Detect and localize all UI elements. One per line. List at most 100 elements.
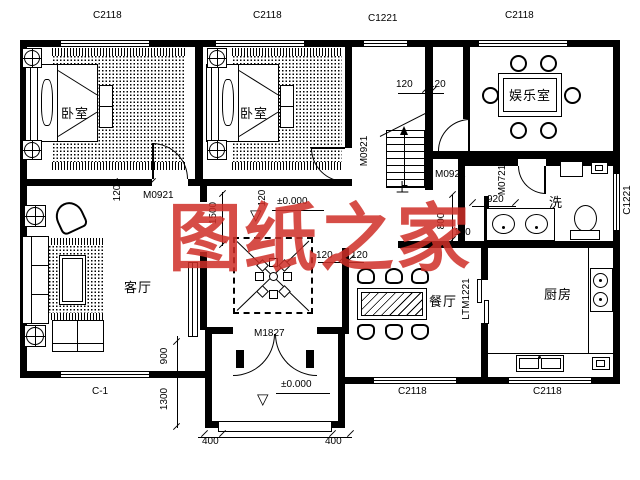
outer-wall-top <box>20 40 620 47</box>
living-sofa-long-split-a <box>31 265 49 266</box>
bedroom1-column-bottom <box>22 140 42 160</box>
dining-stool <box>411 268 429 284</box>
bedroom-divider-wall <box>195 40 203 186</box>
dining-top-wall <box>398 241 488 248</box>
bedroom2-rug-fringe-top <box>232 48 342 56</box>
kitchen-sliding-door-panel-b <box>484 300 489 324</box>
dim-label-120-stair-right: 120 <box>429 79 446 90</box>
bedroom1-nightstand-line <box>100 106 112 107</box>
washroom-top-wall-a <box>458 159 518 166</box>
bedroom2-column-top <box>207 48 227 68</box>
porch-wall-right <box>338 330 345 428</box>
elevation-underline-hall <box>272 210 324 211</box>
room-label-washroom: 洗 <box>549 195 564 210</box>
dim-tick <box>346 429 355 438</box>
kitchen-left-wall-a <box>481 245 488 280</box>
entertainment-table-inner <box>503 78 557 112</box>
kitchen-counter-edge-bottom <box>488 353 614 354</box>
entrance-wall-b <box>317 327 345 334</box>
entrance-wall-a <box>205 327 233 334</box>
elevation-label-hall: ±0.000 <box>277 196 308 207</box>
hall-right-wall <box>342 248 349 334</box>
stairs <box>386 130 425 188</box>
living-cabinet-line <box>192 262 193 337</box>
bedroom2-blanket-line <box>238 64 239 142</box>
dim-label-400-left: 400 <box>202 436 219 447</box>
room-label-entertainment: 娱乐室 <box>509 88 552 103</box>
living-sofa-two-seat-split <box>77 321 78 351</box>
kitchen-corner-box-inner <box>596 360 605 367</box>
elevation-triangle-hall: ▽ <box>250 207 262 224</box>
washroom-basin-drain-left <box>502 226 505 229</box>
bedroom1-rug-fringe-top <box>52 48 186 56</box>
toilet-bowl <box>574 205 597 232</box>
room-label-kitchen: 厨房 <box>544 287 573 302</box>
washing-machine <box>560 161 583 177</box>
washroom-left-wall <box>458 159 465 248</box>
window-c1221-right <box>613 173 620 231</box>
window-label-c1: C-1 <box>92 386 109 397</box>
bedroom2-pillow <box>222 79 234 126</box>
dim-line-left-vertical <box>177 336 178 428</box>
washroom-wall-box-inner <box>595 165 603 171</box>
door-label-bedroom1: M0921 <box>143 190 174 201</box>
porch-step <box>218 421 332 432</box>
dining-stool <box>357 268 375 284</box>
door-label-entrance: M1827 <box>254 328 285 339</box>
dim-label-120-hall-left: 120 <box>316 250 333 261</box>
bedroom-bottom-wall-b <box>188 179 352 186</box>
bedroom2-door-arc <box>311 148 345 182</box>
window-c2118-bottom-dining <box>373 377 457 384</box>
outer-wall-bottom-right <box>338 377 620 384</box>
stair-side-wall <box>425 47 433 190</box>
bedroom1-blanket-line <box>57 64 58 142</box>
room-label-bedroom1: 卧室 <box>61 106 90 121</box>
elevation-label-porch: ±0.000 <box>281 379 312 390</box>
dining-stool <box>411 324 429 340</box>
bedroom-bottom-wall-a <box>20 179 152 186</box>
dining-stool <box>385 324 403 340</box>
kitchen-sink-basin-left <box>519 358 539 369</box>
kitchen-burner-dot-top <box>599 279 602 282</box>
dim-tick <box>511 198 520 207</box>
bedroom1-pillow <box>41 79 53 126</box>
toilet-tank <box>570 230 600 240</box>
living-sofa-two-seat-backline <box>53 343 103 344</box>
entertainment-door-arc <box>438 119 470 151</box>
elevation-underline-porch <box>276 393 330 394</box>
living-sofa-two-seat <box>52 320 104 352</box>
bedroom1-headboard <box>25 64 38 142</box>
dim-line-1500 <box>222 192 223 246</box>
window-label-c2118-bottom-kitchen: C2118 <box>533 386 562 397</box>
entertainment-chair <box>510 122 527 139</box>
dim-label-400-right: 400 <box>325 436 342 447</box>
dim-label-120-stair-left: 120 <box>396 79 413 90</box>
room-label-living: 客厅 <box>124 280 153 295</box>
dim-line-hall-120 <box>318 262 364 263</box>
washroom-basin-drain-right <box>535 226 538 229</box>
dining-stool <box>385 268 403 284</box>
kitchen-counter-edge-right <box>588 248 589 354</box>
dim-label-120-hall-right: 120 <box>351 250 368 261</box>
dim-line-porch-bottom <box>198 437 352 438</box>
washroom-door-arc <box>518 166 546 194</box>
dim-label-920: 920 <box>487 194 504 205</box>
door-label-bedroom2: M0921 <box>359 135 370 167</box>
bedroom2-nightstand-line <box>281 106 293 107</box>
room-label-bedroom2: 卧室 <box>240 106 269 121</box>
bedroom2-stair-wall-b <box>345 182 352 186</box>
dim-line-stair-120 <box>398 93 444 94</box>
washroom-basin-right <box>525 214 548 234</box>
window-label-c1221-right: C1221 <box>622 185 633 215</box>
dim-label-900: 900 <box>159 347 170 365</box>
bedroom2-rug-fringe-bottom <box>232 162 342 170</box>
window-c2118-top-left <box>60 40 150 47</box>
window-c2118-top-right <box>478 40 568 47</box>
hall-left-wall-a <box>200 186 207 202</box>
entertainment-chair <box>540 55 557 72</box>
bedroom1-column-top <box>22 48 42 68</box>
dining-table-hatch <box>361 292 423 316</box>
window-label-c2118-bottom-dining: C2118 <box>398 386 427 397</box>
living-rug-fringe-bottom <box>48 313 105 320</box>
dim-line-920 <box>472 206 516 207</box>
